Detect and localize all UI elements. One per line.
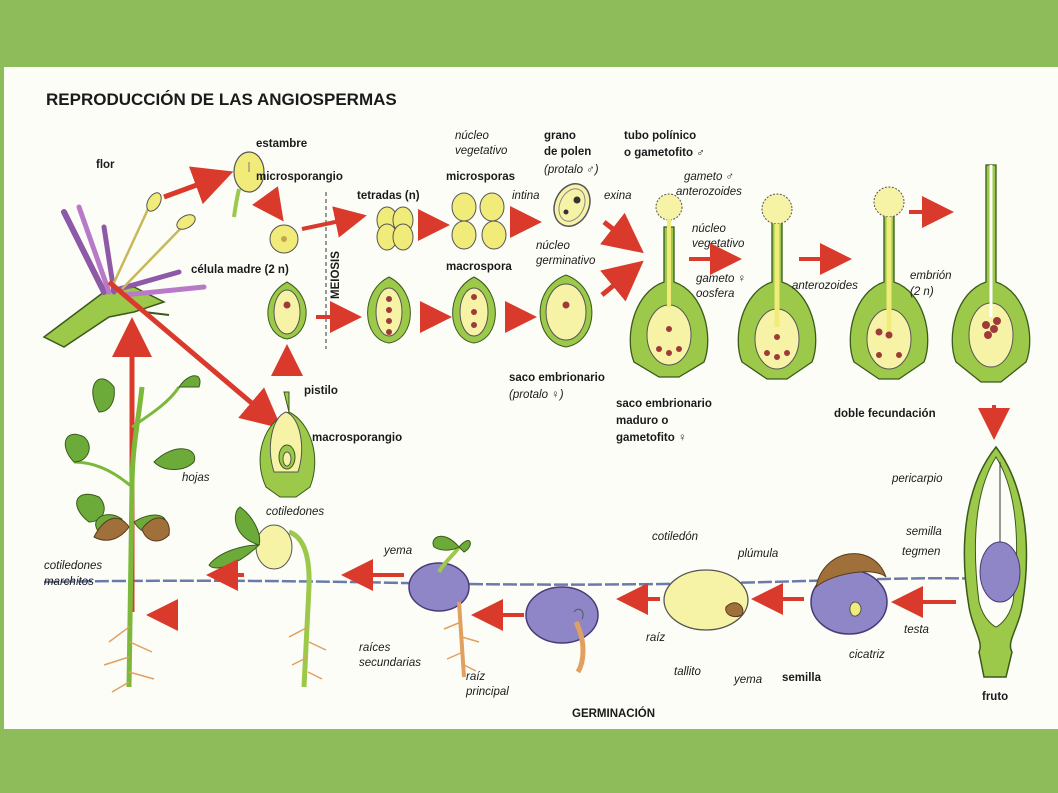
label-grano-2: de polen [544,146,591,158]
label-macrospora: macrospora [446,261,512,273]
label-nucleo-veg2-1: núcleo [692,223,726,235]
arrow-stamen-cell [251,186,284,222]
label-estambre: estambre [256,138,307,150]
tetrads-illustration [376,206,414,251]
germination-stage-2 [408,535,480,678]
macrospore-stage-2 [452,276,496,344]
label-raices-1: raíces [359,642,391,654]
arrow-pollen-tube [600,212,644,254]
label-microsporas: microsporas [446,171,515,183]
label-nucleo-germ-1: núcleo [536,240,570,252]
label-pericarpio: pericarpio [891,473,943,485]
label-exina: exina [604,190,632,202]
embryo-sac-illustration [539,274,593,348]
label-intina: intina [512,190,540,202]
germination-stage-1 [525,586,599,674]
label-nucleo-germ-2: germinativo [536,255,596,267]
label-meiosis: MEIOSIS [330,251,342,299]
label-nucleo-veg2-2: vegetativo [692,238,745,250]
pistil-ovule-illustration [267,281,307,340]
label-macrosporangio: macrosporangio [312,432,402,444]
label-cot-marchitos-2: marchitos [44,576,94,588]
label-cotiledones: cotiledones [266,506,324,518]
label-germinacion: GERMINACIÓN [572,707,655,720]
label-flor: flor [96,159,115,171]
label-microsporangio: microsporangio [256,171,343,183]
arrow-sac-fertilization [600,260,644,302]
fertilization-stage-2 [737,193,817,380]
flower-illustration [42,192,207,348]
label-anterozoides-2: anterozoides [792,280,858,292]
label-yema-1: yema [383,545,412,557]
label-semilla-1: semilla [782,672,822,684]
fertilization-stage-3 [849,186,929,380]
label-raices-2: secundarias [359,657,421,669]
label-raiz-principal-1: raíz [466,671,485,683]
label-tetradas: tetradas (n) [357,190,420,202]
label-fruto: fruto [982,691,1008,703]
label-semilla-2: semilla [906,526,942,538]
label-saco-1: saco embrionario [509,372,605,384]
label-grano-3: (protalo ♂) [544,164,599,176]
label-hojas: hojas [182,472,210,484]
pollen-grain-illustration [553,183,591,227]
arrow-cell-tetrads [301,206,367,238]
label-yema-2: yema [733,674,762,686]
arrow-flower-stamen [163,166,234,205]
label-saco-mad-1: saco embrionario [616,398,712,410]
label-oosfera: oosfera [696,288,734,300]
label-cotiledon: cotiledón [652,531,698,543]
stamen-illustration [232,151,265,218]
label-saco-mad-2: maduro o [616,415,668,427]
diagram-title: REPRODUCCIÓN DE LAS ANGIOSPERMAS [46,90,397,109]
germination-stage-3 [208,506,327,688]
label-tegmen: tegmen [902,546,940,558]
label-nucleo-vegetativo-1b: vegetativo [455,145,508,157]
label-saco-2: (protalo ♀) [509,389,564,401]
pistil-illustration [259,391,316,498]
label-grano-1: grano [544,130,576,142]
seed-section-illustration [663,569,749,631]
label-gameto-f: gameto ♀ [696,273,746,285]
macrospore-stage-1 [367,276,411,344]
label-embrion-2: (2 n) [910,286,934,298]
label-raiz: raíz [646,632,665,644]
microspores-illustration [451,192,507,250]
label-celula-madre: célula madre (2 n) [191,264,289,276]
fertilization-stage-4 [951,164,1031,383]
label-plumula: plúmula [737,548,778,560]
reproduction-diagram: REPRODUCCIÓN DE LAS ANGIOSPERMAS flor es… [42,90,1031,720]
label-testa: testa [904,624,929,636]
label-cicatriz: cicatriz [849,649,885,661]
arrow-flower-pistil [107,280,282,429]
diagram-sheet: REPRODUCCIÓN DE LAS ANGIOSPERMAS flor es… [4,67,1058,729]
adult-plant-illustration [64,375,201,693]
label-pistilo: pistilo [304,385,338,397]
label-nucleo-vegetativo-1a: núcleo [455,130,489,142]
label-embrion-1: embrión [910,270,952,282]
label-tubo-1: tubo polínico [624,130,696,142]
label-raiz-principal-2: principal [465,686,509,698]
label-cot-marchitos-1: cotiledones [44,560,102,572]
fertilization-stage-1 [629,193,709,378]
label-saco-mad-3: gametofito ♀ [616,432,687,444]
label-tubo-2: o gametofito ♂ [624,147,705,159]
label-doble: doble fecundación [834,408,936,420]
label-tallito: tallito [674,666,701,678]
fruit-illustration [963,445,1028,678]
seed-illustration [810,553,888,635]
label-gameto-m: gameto ♂ [684,171,734,183]
label-anterozoides-1: anterozoides [676,186,742,198]
